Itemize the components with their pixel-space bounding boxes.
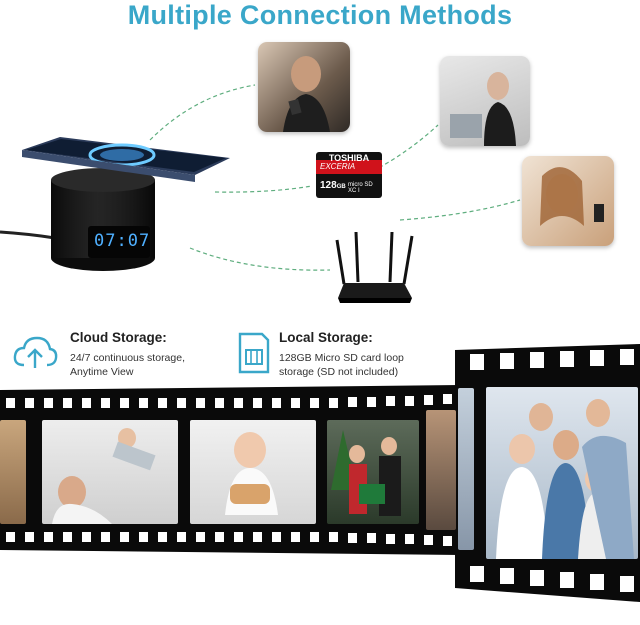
feature-description: storage (SD not included): [279, 366, 399, 378]
photo-man-phone: [258, 42, 350, 132]
feature-description: Anytime View: [70, 366, 134, 378]
film-frame-photo: [426, 410, 456, 530]
film-frame-photo-baby: [190, 420, 316, 524]
film-frame-photo-family: [486, 387, 638, 559]
camera-clock-device: [51, 168, 155, 271]
feature-description: 24/7 continuous storage,: [70, 352, 185, 364]
film-frame-photo-christmas-couple: [327, 420, 419, 524]
local-storage-feature: Local Storage: 128GB Micro SD card loop …: [279, 330, 449, 379]
film-frame-photo: [0, 420, 26, 524]
film-frame-photo: [458, 388, 474, 550]
sd-brand: TOSHIBA: [328, 153, 370, 163]
sd-card-icon: [238, 332, 270, 374]
micro-sd-card: TOSHIBA EXCERIA 128GB micro SD XC I: [316, 152, 382, 198]
film-frame-photo-mother-baby: [42, 420, 178, 524]
feature-title: Local Storage:: [279, 330, 373, 345]
clock-display: 07:07: [94, 231, 151, 251]
cloud-storage-feature: Cloud Storage: 24/7 continuous storage, …: [70, 330, 220, 379]
sd-capacity: 128: [320, 180, 337, 191]
sd-capacity-unit: GB: [336, 184, 346, 190]
feature-description: 128GB Micro SD card loop: [279, 352, 404, 364]
smartphone-icon: [22, 137, 230, 182]
photo-woman-smiling-phone: [522, 156, 614, 246]
feature-title: Cloud Storage:: [70, 330, 167, 345]
sprocket-holes: [6, 349, 634, 592]
router-icon: [335, 231, 414, 303]
cloud-upload-icon: [13, 336, 58, 368]
photo-woman-laptop: [440, 56, 530, 146]
power-cable: [0, 230, 56, 240]
sd-format: micro SD XC I: [348, 182, 373, 194]
connection-diagram: [0, 84, 521, 303]
sd-line: EXCERIA: [320, 162, 356, 171]
page-title: Multiple Connection Methods: [127, 0, 513, 30]
